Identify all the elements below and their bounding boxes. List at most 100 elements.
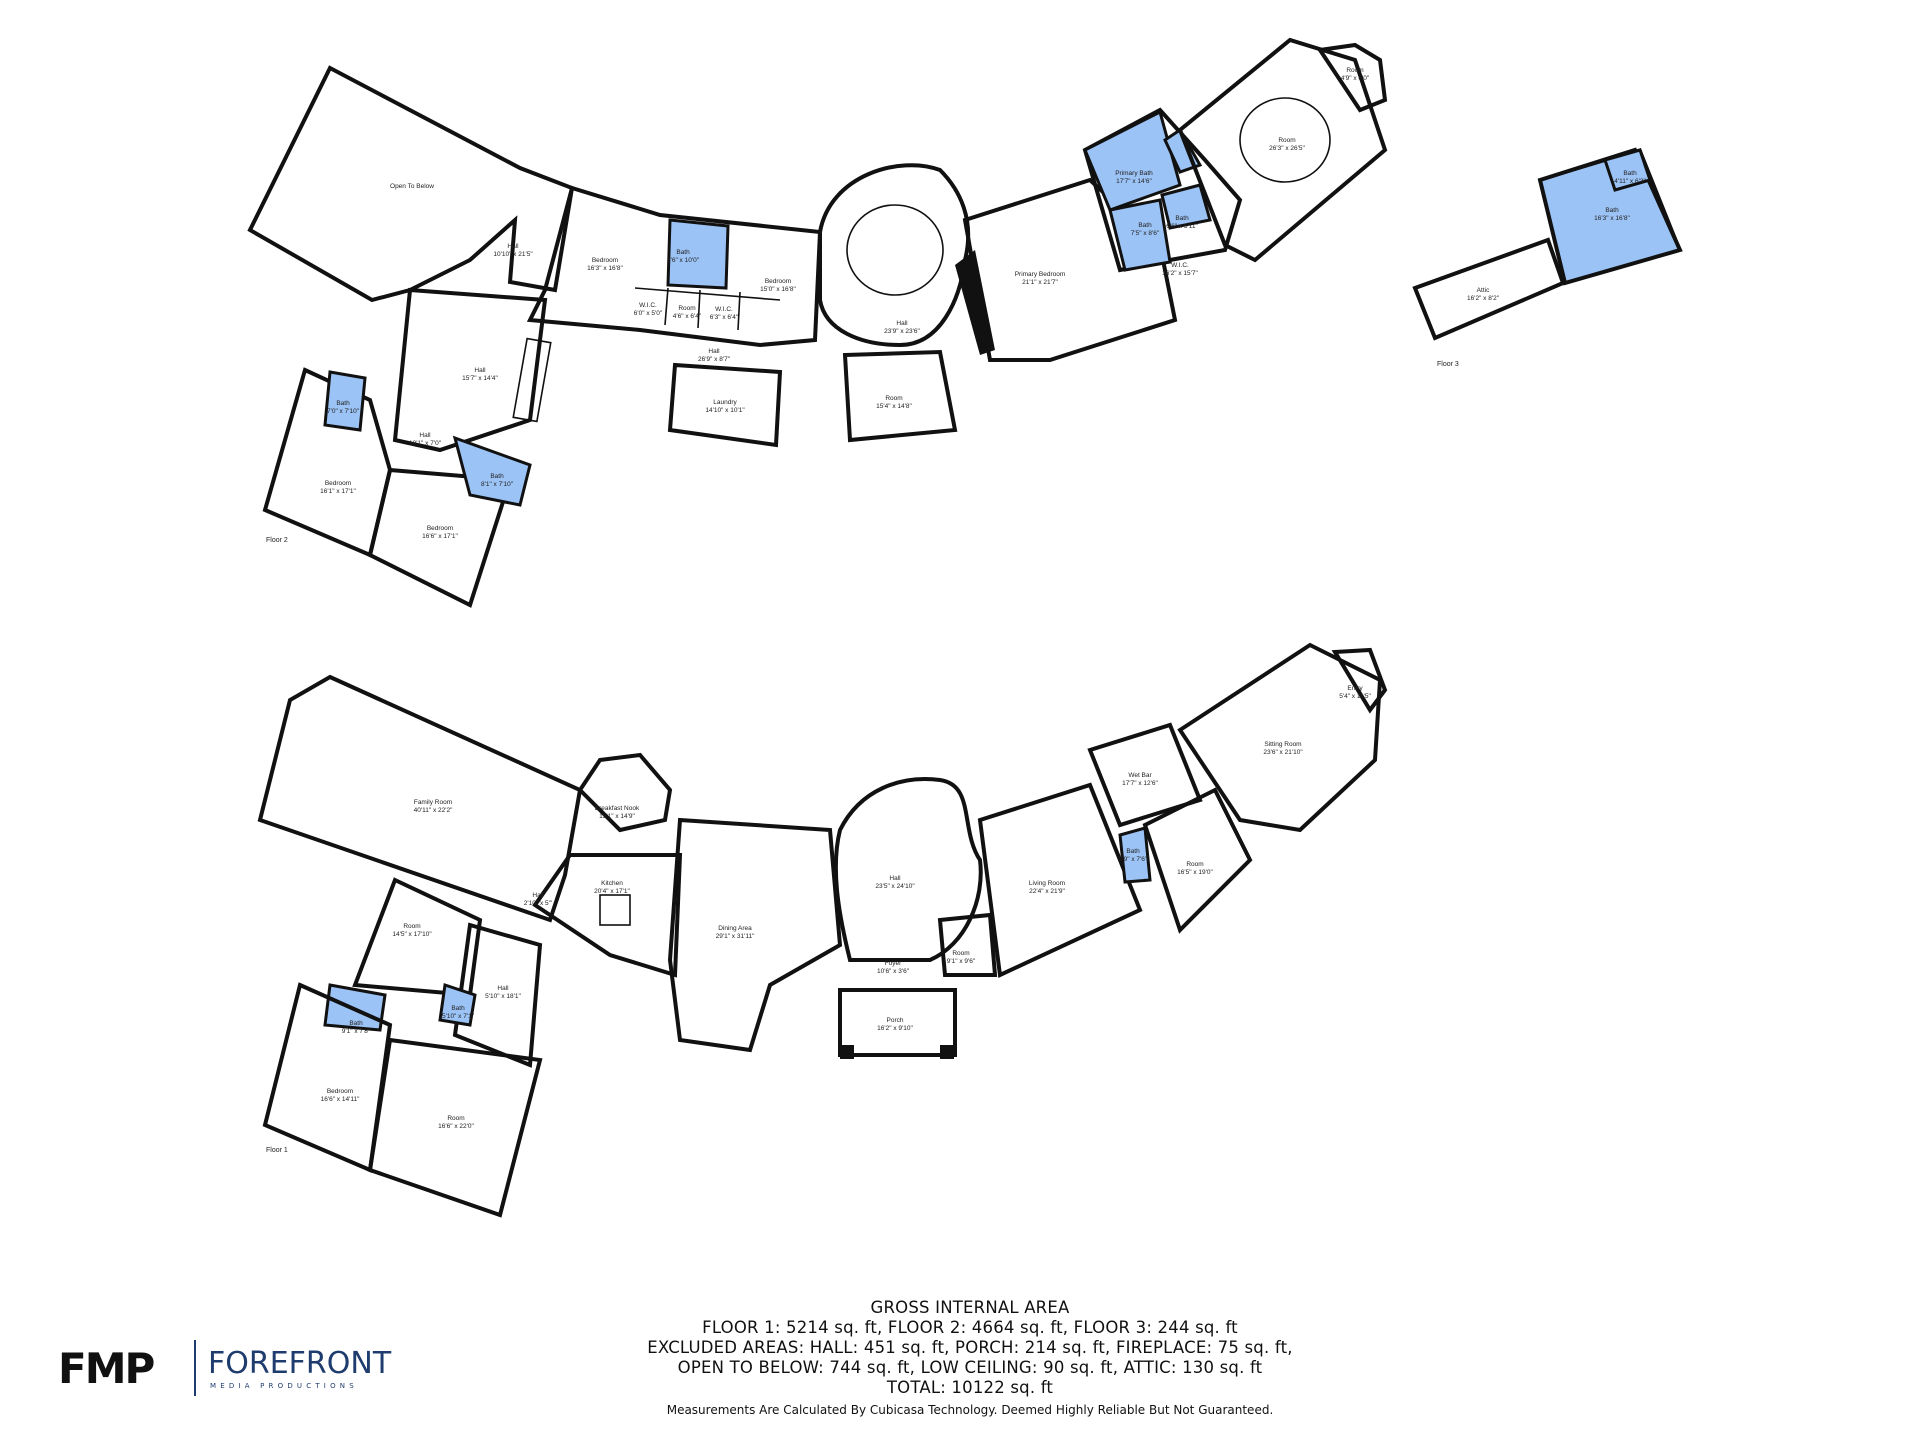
room-name: Bedroom	[325, 480, 351, 487]
bath-f1-e	[1118, 826, 1152, 884]
room-name: Hall	[896, 320, 908, 327]
room-dimensions: 2'10" x 5'"	[524, 900, 553, 907]
room-name: Bath	[1175, 215, 1189, 222]
room-dimensions: 15'4" x 14'8"	[876, 403, 912, 410]
room-dimensions: 4'11" x 6'3"	[1614, 178, 1646, 185]
floor-2-plan	[247, 37, 1388, 608]
logo-divider	[194, 1340, 196, 1396]
room-name: Hall	[532, 892, 544, 899]
bath-f2-e	[323, 370, 367, 432]
room-name: W.I.C.	[1171, 262, 1189, 269]
room-name: Bath	[676, 249, 690, 256]
room-dimensions: 5'9" x 7'6"	[1119, 856, 1148, 863]
room-dimensions: 16'3" x 16'8"	[1594, 215, 1630, 222]
room-name: Laundry	[713, 399, 737, 406]
area-total: TOTAL: 10122 sq. ft	[886, 1378, 1054, 1397]
wall-living-room	[977, 782, 1143, 978]
room-name: Room	[403, 923, 420, 930]
room-name: Hall	[497, 985, 509, 992]
wall-room-f1-small	[937, 912, 998, 977]
area-excluded: EXCLUDED AREAS: HALL: 451 sq. ft, PORCH:…	[647, 1338, 1293, 1357]
room-dimensions: 16'6" x 14'11"	[321, 1096, 360, 1103]
room-dimensions: 14'10" x 10'1"	[705, 407, 745, 414]
wall-laundry	[667, 362, 783, 448]
wall-block	[955, 250, 995, 355]
room-dimensions: 17'7" x 14'6"	[1116, 178, 1152, 185]
room-dimensions: 26'3" x 26'5"	[1269, 145, 1305, 152]
room-dimensions: 15'7" x 14'4"	[462, 375, 498, 382]
room-name: Room	[885, 395, 902, 402]
round-room-inner	[1239, 97, 1331, 183]
wall-open-to-below	[247, 65, 575, 303]
room-name: Foyer	[885, 960, 902, 967]
room-name: Entry	[1347, 685, 1363, 692]
room-dimensions: 29'1" x 31'11"	[716, 933, 755, 940]
area-disclaimer: Measurements Are Calculated By Cubicasa …	[666, 1403, 1274, 1417]
room-name: Hall	[419, 432, 431, 439]
wall-small-room	[1316, 42, 1388, 113]
room-name: Open To Below	[390, 183, 434, 190]
room-dimensions: 20'4" x 17'1"	[594, 888, 630, 895]
area-excluded-2: OPEN TO BELOW: 744 sq. ft, LOW CEILING: …	[677, 1358, 1263, 1377]
room-name: Living Room	[1029, 880, 1065, 887]
room-name: Bath	[1605, 207, 1619, 214]
room-dimensions: 8'1" x 7'10"	[481, 481, 514, 488]
room-dimensions: 10'10" x 21'5"	[493, 251, 533, 258]
room-dimensions: 4'9" x 6'0"	[1341, 75, 1370, 82]
room-dimensions: 14'5" x 17'10"	[392, 931, 432, 938]
staircase-f2	[512, 337, 552, 423]
wall-round-room	[1177, 37, 1388, 263]
room-dimensions: 8'6" x 10'0"	[667, 257, 700, 264]
wall-hall-sw	[392, 287, 548, 453]
forefront-logo: FMP FOREFRONT MEDIA PRODUCTIONS	[58, 1338, 398, 1400]
room-dimensions: 9'1" x 9'6"	[947, 958, 976, 965]
room-dimensions: 26'9" x 8'7"	[698, 356, 731, 363]
room-name: Bath	[490, 473, 504, 480]
wall-dining-area	[667, 817, 843, 1053]
room-dimensions: 16'5" x 19'0"	[1177, 869, 1213, 876]
wall-room-f1-east	[1142, 787, 1253, 934]
kitchen-island	[599, 894, 631, 926]
room-name: Wet Bar	[1128, 772, 1152, 779]
room-name: W.I.C.	[639, 302, 657, 309]
room-name: Bath	[1126, 848, 1140, 855]
room-name: Bedroom	[765, 278, 791, 285]
wall-line	[697, 289, 701, 329]
room-name: Dining Area	[718, 925, 752, 932]
wall-line	[634, 287, 781, 301]
room-name: Room	[678, 305, 695, 312]
room-name: Hall	[474, 367, 486, 374]
room-dimensions: 16'3" x 16'8"	[587, 265, 623, 272]
rotunda-inner	[846, 204, 944, 296]
room-dimensions: 6'0" x 5'0"	[634, 310, 663, 317]
porch-pillar	[940, 1045, 954, 1059]
room-dimensions: 4'6" x 6'4"	[673, 313, 702, 320]
room-name: Breakfast Nook	[595, 805, 640, 812]
floor-3-plan	[1412, 147, 1683, 341]
room-name: Porch	[887, 1017, 904, 1024]
wall-primary-bedroom	[962, 177, 1178, 362]
room-name: Bedroom	[327, 1088, 353, 1095]
wall-sitting-room	[1177, 642, 1383, 833]
wall-kitchen	[532, 853, 683, 978]
room-name: Kitchen	[601, 880, 623, 887]
wall-wet-bar	[1087, 722, 1203, 828]
room-name: Bath	[451, 1005, 465, 1012]
logo-name: FOREFRONT	[208, 1346, 392, 1381]
wall-rotunda-f1	[833, 777, 983, 962]
wall-breakfast-nook	[577, 752, 673, 833]
room-dimensions: 10'1" x 7'0"	[409, 440, 442, 447]
room-dimensions: 16'2" x 8'2"	[1467, 295, 1500, 302]
room-name: Bath	[336, 400, 350, 407]
room-dimensions: 23'5" x 24'10"	[875, 883, 915, 890]
wall-porch	[838, 988, 957, 1057]
room-dimensions: 15'1" x 14'9"	[599, 813, 635, 820]
room-dimensions: 10'6" x 3'6"	[877, 968, 910, 975]
room-name: Room	[1278, 137, 1295, 144]
room-dimensions: 16'1" x 17'1"	[320, 488, 356, 495]
wall-line	[737, 291, 741, 331]
room-dimensions: 6'6" x 5'11"	[1166, 223, 1198, 230]
room-name: Bedroom	[427, 525, 453, 532]
